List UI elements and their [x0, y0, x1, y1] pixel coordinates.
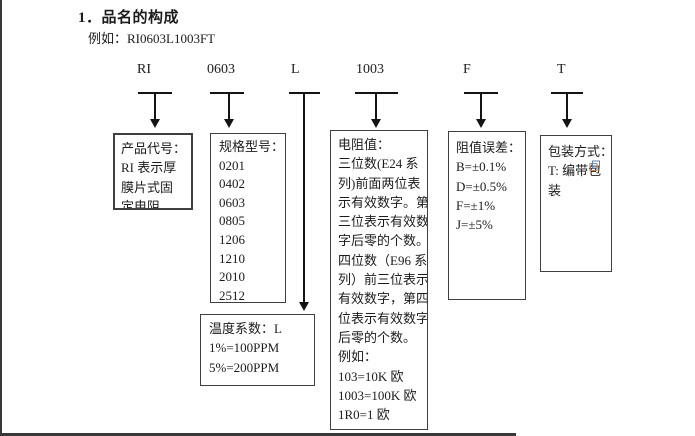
- part-segment-ri: RI: [137, 62, 151, 77]
- box-packaging: 包装方式：T: 编带包装: [540, 135, 612, 272]
- box-resistance-value-text: 电阻值：三位数(E24 系列)前面两位表示有效数字。第三位表示有效数字后零的个数…: [338, 137, 428, 423]
- box-tolerance-text: 阻值误差：B=±0.1%D=±0.5%F=±1%J=±5%: [456, 140, 522, 233]
- page-left-edge: [0, 0, 2, 436]
- example-line: 例如：RI0603L1003FT: [88, 31, 216, 46]
- box-tolerance: 阻值误差：B=±0.1%D=±0.5%F=±1%J=±5%: [448, 131, 526, 300]
- part-segment-size: 0603: [207, 62, 235, 77]
- part-segment-packaging: T: [557, 62, 566, 77]
- part-segment-value: 1003: [356, 62, 384, 77]
- page-title: 1．品名的构成: [78, 10, 180, 26]
- box-product-code: 产品代号：RI 表示厚膜片式固定电阻: [113, 133, 193, 210]
- box-resistance-value: 电阻值：三位数(E24 系列)前面两位表示有效数字。第三位表示有效数字后零的个数…: [330, 130, 428, 430]
- part-segment-tolerance: F: [463, 62, 471, 77]
- part-segment-tcr: L: [291, 62, 300, 77]
- box-product-code-text: 产品代号：RI 表示厚膜片式固定电阻: [121, 141, 187, 210]
- box-packaging-text: 包装方式：T: 编带包装: [548, 144, 612, 198]
- page-bottom-edge: [0, 433, 516, 436]
- embedded-object-icon: [589, 160, 600, 171]
